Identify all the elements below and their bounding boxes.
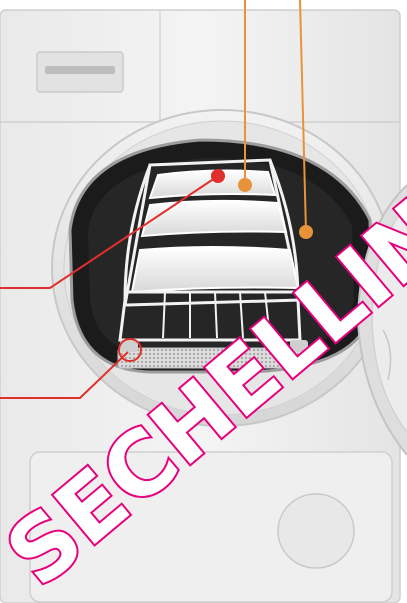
water-container-drawer [37,52,123,92]
callout-dot-drum [211,169,225,183]
callout-dot-rack [238,178,252,192]
callout-dot-support [299,225,313,239]
